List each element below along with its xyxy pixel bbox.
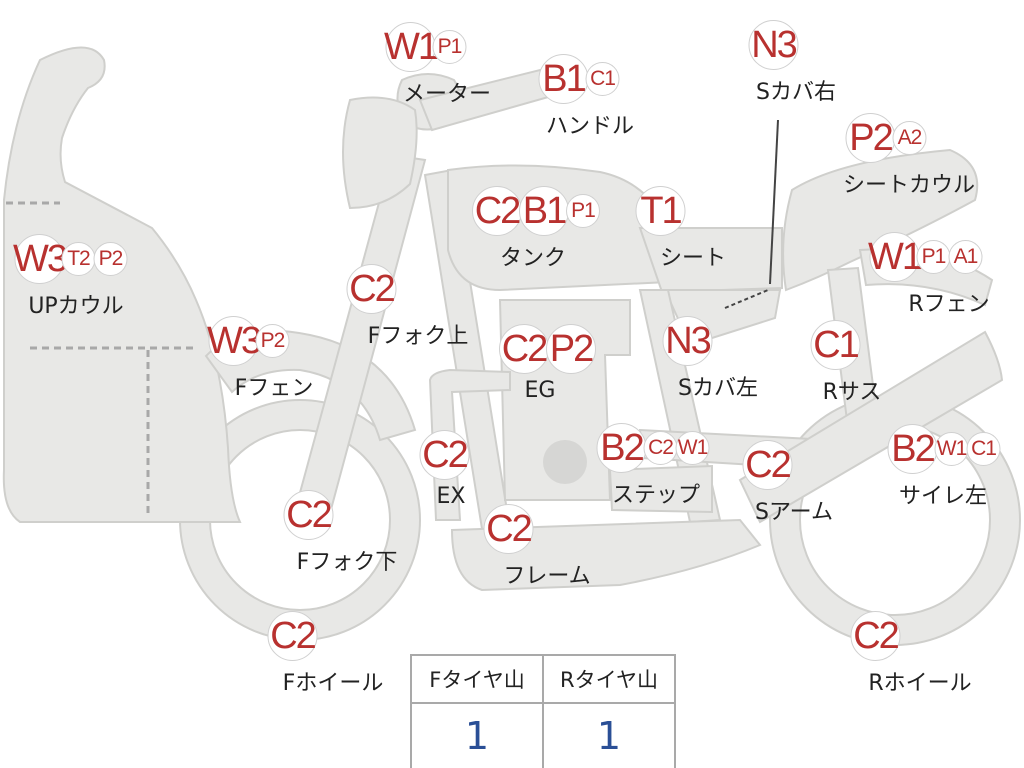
part-label: タンク (499, 246, 567, 271)
f-tire-header: Fタイヤ山 (410, 654, 544, 704)
part-label: Rホイール (868, 671, 972, 696)
code-badge: C2 (643, 431, 678, 465)
s-cover-leader-line (769, 119, 779, 285)
part-codes: P2 A2 (845, 113, 927, 163)
s-cover-leader-dash (724, 289, 769, 309)
part-label: メーター (402, 82, 492, 107)
code-badge: W1 (384, 22, 439, 72)
part-label: Fフォク下 (296, 550, 398, 575)
code-badge: C2 (850, 611, 901, 661)
part-label: UPカウル (28, 294, 124, 319)
code-badge: P2 (845, 113, 896, 163)
part-label: EX (436, 484, 466, 509)
code-badge: C2 (267, 611, 318, 661)
part-codes: W1 P1 (384, 22, 467, 72)
code-badge: A1 (948, 240, 983, 274)
code-badge: W3 (207, 316, 262, 366)
code-badge: C1 (585, 62, 620, 96)
f-tire-value: 1 (410, 702, 544, 768)
part-label: Fホイール (282, 671, 384, 696)
code-badge: C1 (966, 432, 1001, 466)
part-label: ハンドル (545, 114, 635, 139)
part-label: サイレ左 (898, 484, 988, 509)
part-label: Sカバ右 (756, 80, 836, 105)
part-label: シート (659, 246, 727, 271)
code-badge: C2 (346, 264, 397, 314)
part-codes: C2 P2 (499, 324, 596, 374)
up-cowl-shape (2, 46, 242, 523)
part-codes: C2 (283, 490, 334, 540)
part-codes: T1 (635, 186, 686, 236)
code-badge: W1 (934, 432, 969, 466)
part-codes: W3 T2 P2 (13, 234, 128, 284)
part-codes: C2 (346, 264, 397, 314)
silencer-shape (738, 330, 1004, 524)
code-badge: C2 (483, 504, 534, 554)
part-label: Sアーム (755, 500, 833, 525)
part-codes: B1 C1 (538, 54, 620, 104)
part-codes: C2 B1 P1 (472, 186, 600, 236)
code-badge: W1 (868, 232, 923, 282)
part-codes: W3 P2 (207, 316, 290, 366)
part-codes: C2 (419, 430, 470, 480)
code-badge: W3 (13, 234, 68, 284)
code-badge: C2 (499, 324, 549, 374)
code-badge: C2 (472, 186, 522, 236)
part-label: シートカウル (842, 173, 976, 198)
code-badge: C1 (810, 320, 861, 370)
tire-table-header-row: Fタイヤ山 Rタイヤ山 (410, 654, 676, 704)
part-label: Rフェン (908, 292, 990, 317)
part-codes: B2 W1 C1 (887, 424, 1001, 474)
code-badge: P1 (432, 30, 467, 64)
tire-table-value-row: 1 1 (410, 702, 676, 768)
part-label: Sカバ左 (678, 376, 758, 401)
step-shape (608, 464, 713, 514)
code-badge: P1 (566, 194, 600, 228)
code-badge: A2 (892, 121, 927, 155)
part-codes: C1 (810, 320, 861, 370)
part-codes: C2 (742, 440, 793, 490)
part-label: Fフォク上 (367, 324, 469, 349)
code-badge: T2 (61, 242, 96, 276)
part-codes: B2 C2 W1 (596, 423, 710, 473)
front-wheel-shape (178, 399, 422, 641)
r-tire-header: Rタイヤ山 (542, 654, 676, 704)
code-badge: C2 (742, 440, 793, 490)
code-badge: N3 (662, 316, 713, 366)
part-label: フレーム (503, 564, 591, 589)
part-label: Fフェン (234, 376, 314, 401)
seat-shape (638, 227, 783, 294)
code-badge: W1 (675, 431, 710, 465)
part-codes: N3 (748, 20, 799, 70)
part-codes: N3 (662, 316, 713, 366)
code-badge: P2 (93, 242, 128, 276)
part-label: ステップ (611, 483, 701, 508)
code-badge: P2 (255, 324, 290, 358)
code-badge: N3 (748, 20, 799, 70)
code-badge: C2 (283, 490, 334, 540)
code-badge: P1 (916, 240, 951, 274)
part-codes: W1 P1 A1 (868, 232, 983, 282)
code-badge: B2 (887, 424, 938, 474)
part-codes: C2 (483, 504, 534, 554)
part-codes: C2 (267, 611, 318, 661)
code-badge: P2 (546, 324, 596, 374)
headlight-shape (342, 96, 418, 210)
part-label: Rサス (822, 380, 882, 405)
part-codes: C2 (850, 611, 901, 661)
code-badge: B2 (596, 423, 647, 473)
code-badge: B1 (519, 186, 569, 236)
part-label: EG (524, 378, 556, 403)
tire-tread-table: Fタイヤ山 Rタイヤ山 1 1 (410, 654, 676, 768)
engine-cover-circle (543, 440, 587, 484)
code-badge: C2 (419, 430, 470, 480)
seat-cowl-shape (782, 148, 979, 292)
r-tire-value: 1 (542, 702, 676, 768)
code-badge: B1 (538, 54, 589, 104)
code-badge: T1 (635, 186, 686, 236)
